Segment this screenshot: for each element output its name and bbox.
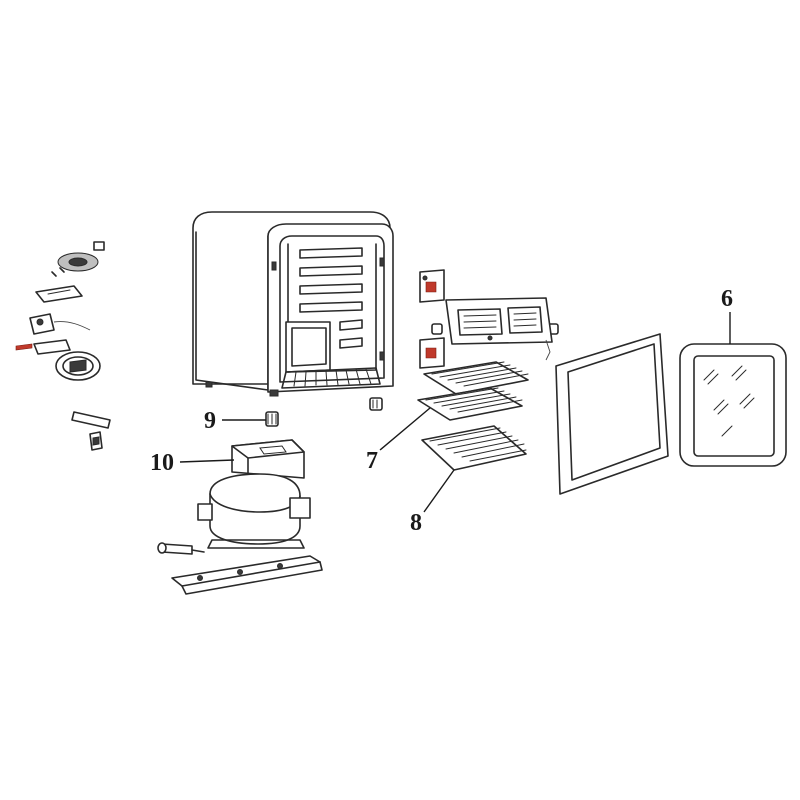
door-gasket [555,333,669,495]
part-9-adjustable-foot [265,397,383,427]
lower-hinge [419,337,445,369]
callout-10: 10 [150,450,235,476]
drain-tube [71,411,111,429]
callout-7: 7 [366,407,431,474]
callout-8: 8 [410,469,455,536]
thermostat [29,313,91,335]
fan-assembly [51,241,105,277]
part-8-wire-shelf [421,425,527,471]
upper-hinge [419,269,445,303]
callout-8-label: 8 [410,510,422,536]
callout-7-label: 7 [366,448,378,474]
compressor [197,473,311,549]
part-6-glass-door [679,343,787,467]
clip [89,431,103,451]
callout-10-label: 10 [150,450,174,476]
callout-9: 9 [204,408,266,434]
lamp-cover [55,351,101,381]
capillary-filter [157,542,205,555]
wire-connector [15,339,71,355]
shelf-rails [299,247,363,349]
control-back-panel [445,297,553,361]
bracket-plate [35,285,83,303]
compressor-base-plate [171,555,323,595]
refrigerator-cabinet [192,211,394,397]
callout-9-label: 9 [204,408,216,434]
part-10-drip-tray [231,439,305,479]
part-7-wire-shelf-upper [423,361,529,395]
callout-6: 6 [721,286,733,344]
part-7-wire-shelf-lower [417,387,523,421]
callout-6-label: 6 [721,286,733,312]
